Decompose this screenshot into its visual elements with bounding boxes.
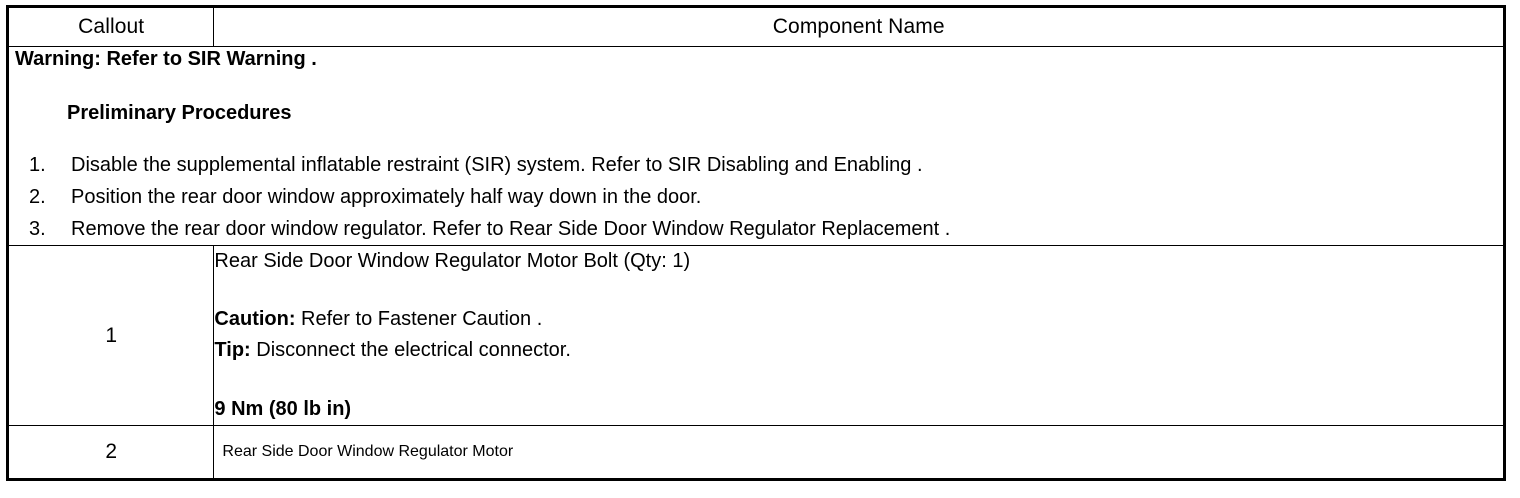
tip-label: Tip: <box>214 339 251 361</box>
table-row: 2 Rear Side Door Window Regulator Motor <box>6 425 1505 480</box>
callout-component-table: Callout Component Name Warning: Refer to… <box>6 5 1506 481</box>
step-text: Disable the supplemental inflatable rest… <box>71 154 923 176</box>
step-text: Remove the rear door window regulator. R… <box>71 218 951 240</box>
list-item: 1. Disable the supplemental inflatable r… <box>9 149 1503 181</box>
preliminary-procedures-heading: Preliminary Procedures <box>67 102 292 124</box>
spacer <box>214 277 1503 304</box>
step-text: Position the rear door window approximat… <box>71 186 702 208</box>
header-label-callout: Callout <box>78 15 145 38</box>
sir-warning-text: Warning: Refer to SIR Warning . <box>15 48 317 70</box>
step-number: 1. <box>29 154 46 176</box>
header-cell-callout: Callout <box>6 6 215 47</box>
tip-line: Tip: Disconnect the electrical connector… <box>214 335 1503 366</box>
header-label-component-name: Component Name <box>772 15 945 38</box>
list-item: 2. Position the rear door window approxi… <box>9 181 1503 213</box>
callout-number-1: 1 <box>6 245 215 426</box>
component-description-1: Rear Side Door Window Regulator Motor Bo… <box>213 245 1505 426</box>
torque-specification: 9 Nm (80 lb in) <box>214 398 352 420</box>
caution-line: Caution: Refer to Fastener Caution . <box>214 304 1503 335</box>
header-cell-component-name: Component Name <box>213 6 1505 47</box>
warning-preliminary-cell: Warning: Refer to SIR Warning . Prelimin… <box>7 46 1505 246</box>
list-item: 3. Remove the rear door window regulator… <box>9 213 1503 245</box>
table-row: 1 Rear Side Door Window Regulator Motor … <box>6 245 1505 426</box>
warning-preliminary-row: Warning: Refer to SIR Warning . Prelimin… <box>7 46 1505 246</box>
component-description-2: Rear Side Door Window Regulator Motor <box>213 425 1505 480</box>
callout-number-2: 2 <box>6 425 215 480</box>
preliminary-steps-list: 1. Disable the supplemental inflatable r… <box>9 149 1503 245</box>
step-number: 3. <box>29 218 46 240</box>
component-name-text: Rear Side Door Window Regulator Motor Bo… <box>214 250 691 272</box>
step-number: 2. <box>29 186 46 208</box>
spacer <box>214 366 1503 394</box>
tip-text: Disconnect the electrical connector. <box>250 339 571 361</box>
table-header-row: Callout Component Name <box>6 6 1505 47</box>
caution-label: Caution: <box>214 308 296 330</box>
caution-text: Refer to Fastener Caution . <box>295 308 543 330</box>
